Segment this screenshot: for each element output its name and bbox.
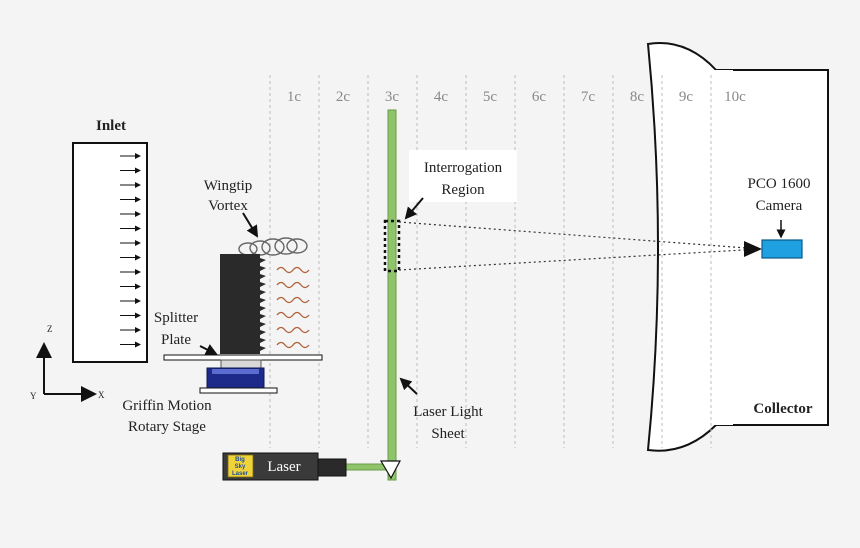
wake-wave (276, 311, 310, 319)
wing-tooth (260, 346, 266, 351)
wake-wave-lines (276, 266, 310, 349)
inlet-flow-arrows (120, 153, 141, 348)
laser-sheet-label-line2: Sheet (431, 426, 465, 442)
interrogation-label-line1: Interrogation (424, 160, 503, 176)
laser-sheet-arrow (399, 377, 418, 395)
chord-label-5c: 5c (483, 89, 498, 105)
wing-tooth (260, 314, 266, 319)
camera-label-line2: Camera (756, 198, 803, 214)
laser-nozzle (317, 458, 347, 477)
wing-tooth (260, 274, 266, 279)
chord-label-6c: 6c (532, 89, 547, 105)
laser-sheet-label-line1: Laser Light (413, 404, 483, 420)
griffin-label-line2: Rotary Stage (128, 419, 206, 435)
laser-beam-horizontal (344, 463, 389, 471)
wing-tooth (260, 290, 266, 295)
camera-label-box (735, 166, 823, 218)
collector-label: Collector (753, 401, 812, 417)
stage-mount (220, 359, 262, 369)
laser-logo-text-1: Big (235, 457, 245, 463)
wake-wave (276, 281, 310, 289)
chord-label-1c: 1c (287, 89, 302, 105)
wing-model (220, 254, 260, 354)
rotary-stage-top (212, 369, 259, 374)
splitter-label-line1: Splitter (154, 310, 198, 326)
camera-label-line1: PCO 1600 (748, 176, 811, 192)
wing-tooth (260, 322, 266, 327)
chord-station-lines (269, 75, 712, 448)
axis-y-label: Y (30, 391, 37, 401)
collector-white-band (713, 70, 733, 425)
wingtip-label-line1: Wingtip (204, 178, 253, 194)
wing-tooth (260, 258, 266, 263)
griffin-label-line1: Griffin Motion (122, 398, 212, 414)
chord-label-10c: 10c (724, 89, 746, 105)
interrogation-label-box (409, 150, 517, 202)
chord-label-9c: 9c (679, 89, 694, 105)
wake-wave (276, 326, 310, 334)
laser-label: Laser (267, 459, 300, 475)
wing-tooth (260, 298, 266, 303)
chord-label-8c: 8c (630, 89, 645, 105)
chord-label-2c: 2c (336, 89, 351, 105)
laser-mirror-prism (379, 460, 401, 480)
splitter-arrow (199, 344, 218, 355)
wing-tooth (260, 266, 266, 271)
wing-tooth (260, 306, 266, 311)
chord-label-3c: 3c (385, 89, 400, 105)
fov-line-top (398, 221, 761, 250)
wake-wave (276, 266, 310, 274)
wingtip-arrow (242, 212, 259, 238)
wing-tooth (260, 282, 266, 287)
wake-wave (276, 341, 310, 349)
laser-logo-text-2: Sky (235, 464, 246, 470)
splitter-label-line2: Plate (161, 332, 191, 348)
vortex-coils (238, 237, 308, 256)
inlet-label: Inlet (96, 118, 126, 134)
laser-logo (227, 454, 254, 478)
stage-base (199, 387, 278, 394)
wingtip-label-line2: Vortex (208, 198, 248, 214)
axis-x-label: X (98, 390, 105, 400)
wing-tooth (260, 338, 266, 343)
chord-label-4c: 4c (434, 89, 449, 105)
collector-body (646, 42, 829, 452)
coordinate-axes: Z Y X (30, 324, 105, 402)
axis-z-label: Z (47, 324, 53, 334)
wing-serrations (260, 258, 266, 351)
fov-line-bottom (398, 248, 761, 271)
inlet-box (72, 142, 148, 363)
interrogation-arrow (404, 197, 424, 220)
splitter-plate (163, 354, 323, 361)
wing-tooth (260, 330, 266, 335)
laser-light-sheet (387, 109, 397, 481)
pco-camera (761, 239, 803, 259)
chord-label-7c: 7c (581, 89, 596, 105)
wake-wave (276, 296, 310, 304)
interrogation-region-box (383, 219, 401, 273)
interrogation-label-line2: Region (441, 182, 485, 198)
laser-logo-text-3: Laser (232, 471, 249, 477)
camera-lens-arrow (744, 241, 762, 257)
